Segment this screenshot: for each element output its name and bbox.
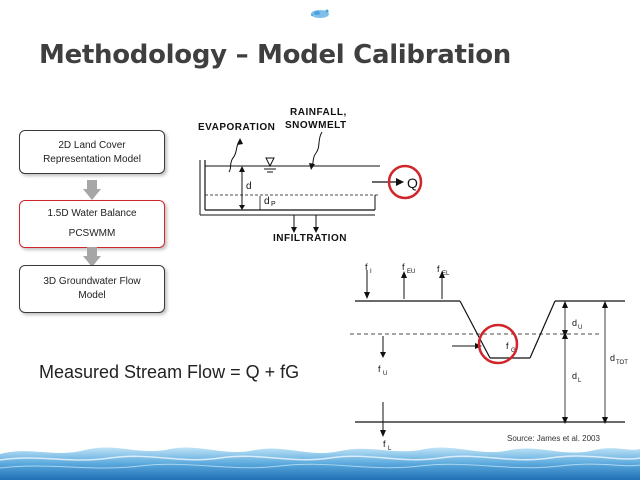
flow-box-text: PCSWMM	[68, 228, 116, 239]
source-citation: Source: James et al. 2003	[507, 434, 600, 443]
fl-label: f	[383, 439, 386, 449]
flow-box-text: 3D Groundwater Flow	[43, 276, 141, 287]
channel-diagram: EVAPORATION RAINFALL, SNOWMELT d d P INF…	[198, 107, 423, 244]
flow-box-text: 2D Land Cover	[58, 140, 126, 151]
outflow-highlight-circle	[387, 164, 423, 200]
down-arrow-icon	[83, 247, 101, 267]
flow-box-land-cover: 2D Land Cover Representation Model	[19, 130, 165, 174]
depth-label: d	[246, 181, 252, 192]
svg-text:L: L	[578, 378, 582, 384]
svg-text:L: L	[388, 446, 392, 452]
flow-box-text: Model	[78, 290, 106, 301]
fel-label: f	[437, 264, 440, 274]
evaporation-label: EVAPORATION	[198, 122, 275, 133]
flow-box-text: Representation Model	[43, 154, 141, 165]
dl-label: d	[572, 371, 577, 381]
storage-diagram: f I f EU f EL f G f U f L d U d L d T	[350, 262, 628, 452]
svg-text:TOT: TOT	[616, 360, 628, 366]
water-drop-logo	[311, 9, 329, 18]
svg-text:G: G	[511, 348, 516, 354]
flow-box-text: 1.5D Water Balance	[47, 208, 137, 219]
dp-label: d	[264, 196, 270, 207]
equation-text: Measured Stream Flow = Q + fG	[39, 362, 300, 382]
infiltration-label: INFILTRATION	[273, 233, 347, 244]
svg-text:U: U	[383, 371, 387, 377]
fg-label: f	[506, 341, 509, 351]
svg-text:I: I	[370, 269, 372, 275]
snowmelt-label: SNOWMELT	[285, 120, 347, 131]
slide-title: Methodology – Model Calibration	[39, 40, 512, 70]
fg-highlight-circle	[477, 323, 519, 365]
rainfall-arrow	[311, 131, 323, 167]
evaporation-arrow	[228, 139, 241, 173]
svg-text:P: P	[271, 201, 276, 208]
feu-label: f	[402, 262, 405, 272]
fi-label: f	[365, 262, 368, 272]
dtot-label: d	[610, 353, 615, 363]
svg-text:EU: EU	[407, 269, 415, 275]
svg-text:EL: EL	[442, 271, 450, 277]
svg-text:U: U	[578, 325, 582, 331]
rainfall-label: RAINFALL,	[290, 107, 347, 118]
water-surface-icon	[265, 157, 275, 168]
fu-label: f	[378, 364, 381, 374]
down-arrow-icon	[83, 180, 101, 200]
outflow-label: Q	[407, 175, 418, 191]
flow-box-water-balance: 1.5D Water Balance PCSWMM	[19, 200, 165, 248]
water-wave-decoration	[0, 447, 640, 480]
du-label: d	[572, 318, 577, 328]
flow-box-groundwater: 3D Groundwater Flow Model	[19, 265, 165, 313]
